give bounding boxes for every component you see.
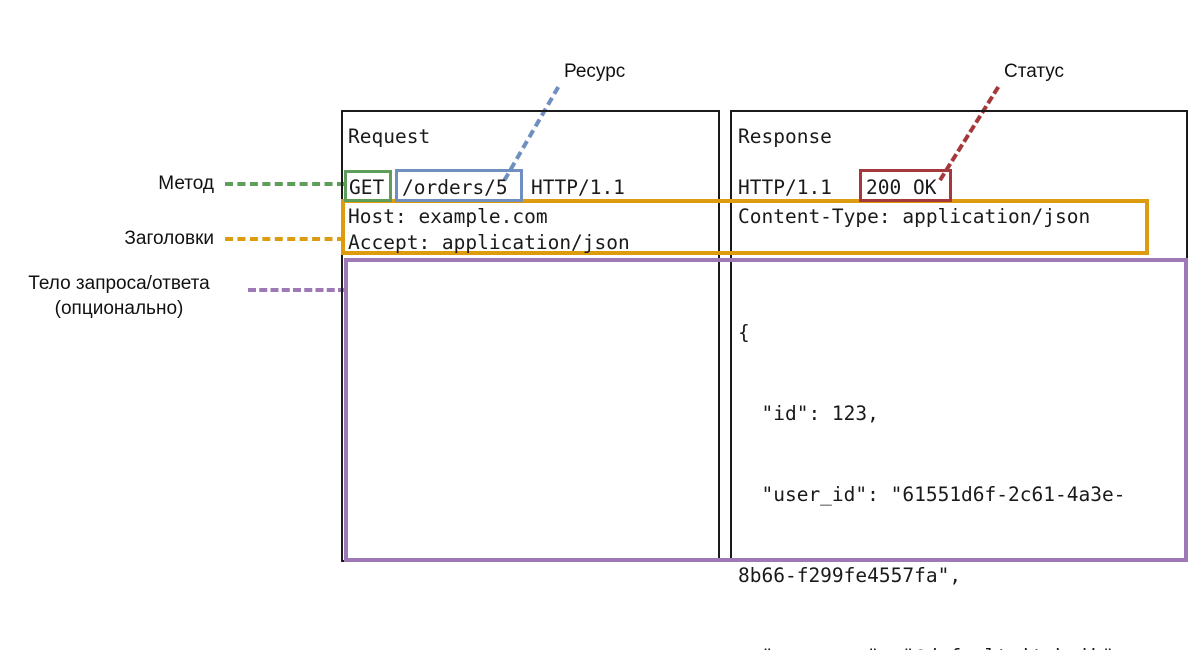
response-protocol-text: HTTP/1.1: [738, 176, 832, 199]
method-highlight-box: [344, 170, 392, 202]
request-header-accept: Accept: application/json: [348, 231, 630, 254]
response-body-line: 8b66-f299fe4557fa",: [738, 564, 962, 587]
body-highlight-box: [344, 258, 1188, 562]
response-heading: Response: [738, 125, 832, 148]
annotation-label-body-line1: Тело запроса/ответа: [28, 273, 210, 294]
response-body-line: "username": "@default_itshnik",: [738, 643, 1125, 650]
resource-highlight-box: [395, 169, 523, 202]
annotation-label-method: Метод: [158, 173, 214, 194]
status-highlight-box: [859, 169, 952, 202]
annotation-label-status: Статус: [1004, 61, 1065, 82]
response-status-text: 200 OK: [866, 176, 937, 199]
response-body-line: "id": 123,: [738, 402, 879, 425]
response-body: { "id": 123, "user_id": "61551d6f-2c61-4…: [738, 265, 1125, 650]
request-resource-text: /orders/5: [402, 176, 508, 199]
request-heading: Request: [348, 125, 431, 148]
request-body-text: [352, 265, 364, 292]
request-protocol-text: HTTP/1.1: [531, 176, 625, 199]
response-header-content-type: Content-Type: application/json: [738, 205, 1091, 228]
headers-highlight-box: [341, 199, 1149, 255]
response-body-line: "user_id": "61551d6f-2c61-4a3e-: [738, 483, 1126, 506]
connector-body-dashed: [248, 288, 346, 292]
annotation-label-resource: Ресурс: [564, 61, 626, 82]
annotation-label-headers: Заголовки: [124, 228, 214, 249]
request-method-text: GET: [349, 176, 385, 199]
request-header-host: Host: example.com: [348, 205, 548, 228]
connector-method-dashed: [225, 182, 345, 186]
response-body-line: {: [738, 321, 750, 344]
connector-headers-dashed: [225, 237, 345, 241]
annotation-label-body-line2: (опционально): [54, 298, 184, 319]
